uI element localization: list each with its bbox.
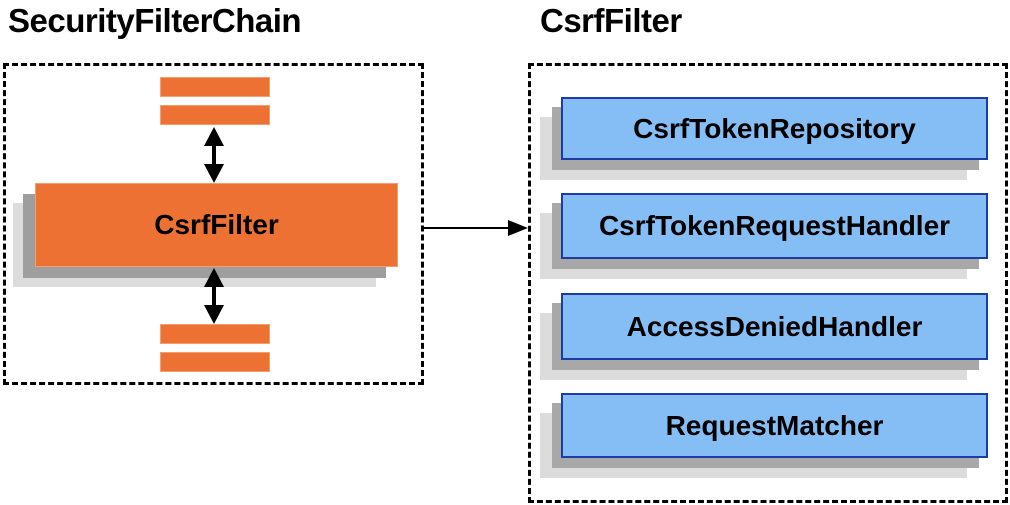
component-label: RequestMatcher (665, 409, 884, 441)
csrf-filter-title: CsrfFilter (540, 2, 682, 39)
request-matcher-node: RequestMatcher (561, 393, 988, 458)
component-label: AccessDeniedHandler (626, 310, 923, 342)
csrf-filter-node: CsrfFilter (35, 183, 398, 267)
bidirectional-arrow-icon (204, 268, 224, 324)
csrf-token-repository-node: CsrfTokenRepository (561, 97, 988, 160)
csrf-filter-container (528, 63, 1008, 503)
component-label: CsrfTokenRequestHandler (598, 210, 951, 241)
filter-placeholder-bar (160, 352, 270, 372)
access-denied-handler-node: AccessDeniedHandler (561, 293, 988, 360)
filter-placeholder-bar (160, 77, 270, 97)
component-label: CsrfTokenRepository (633, 112, 916, 144)
filter-placeholder-bar (160, 324, 270, 344)
security-filter-chain-container (3, 63, 424, 385)
security-filter-chain-title: SecurityFilterChain (8, 2, 302, 39)
flow-arrow-icon (424, 220, 528, 236)
csrf-token-request-handler-node: CsrfTokenRequestHandler (561, 193, 988, 259)
filter-placeholder-bar (160, 105, 270, 125)
bidirectional-arrow-icon (204, 127, 224, 183)
csrf-filter-node-label: CsrfFilter (154, 209, 279, 240)
